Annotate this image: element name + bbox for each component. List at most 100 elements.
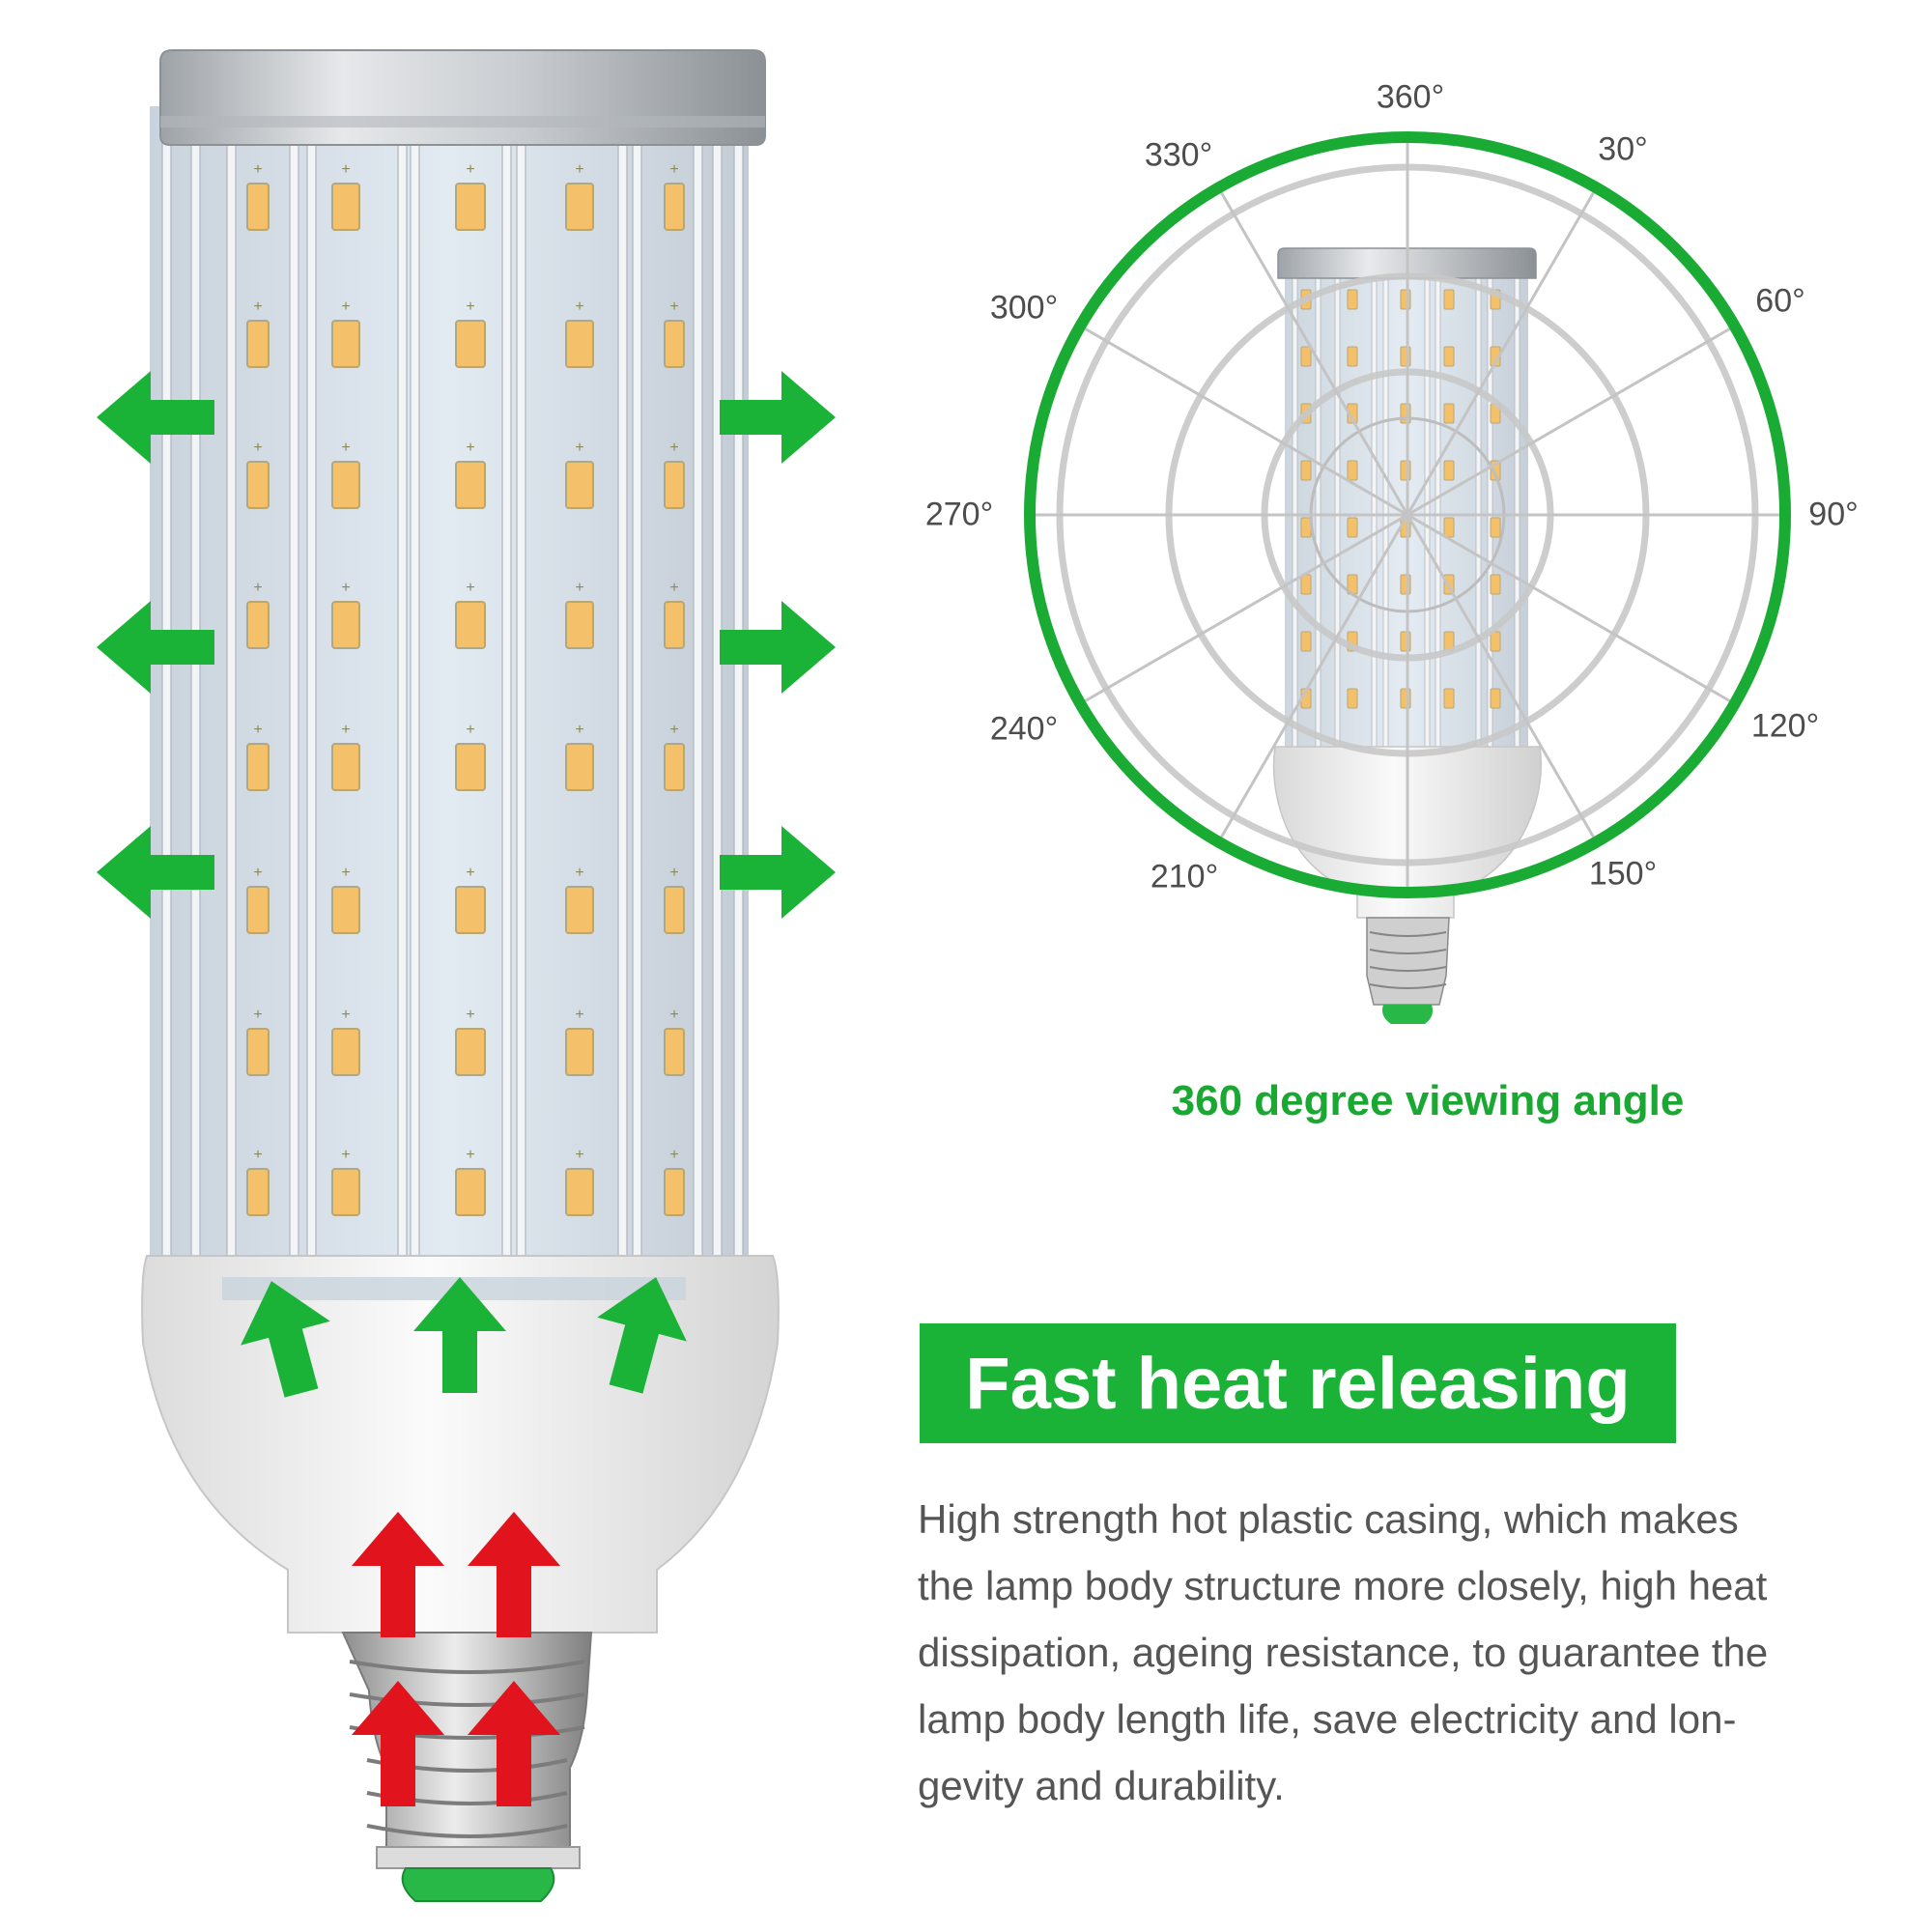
mini-led-chip: [1347, 346, 1358, 367]
polarity-mark: +: [575, 440, 583, 456]
led-chip: [455, 461, 486, 509]
led-chip: [565, 1168, 594, 1216]
polarity-mark: +: [669, 161, 678, 178]
led-chip: [246, 320, 270, 368]
polarity-mark: +: [466, 298, 474, 315]
led-chip: [664, 320, 685, 368]
led-chip: [664, 886, 685, 934]
mini-led-chip: [1443, 403, 1455, 424]
mini-led-chip: [1443, 517, 1455, 538]
led-chip: [565, 601, 594, 649]
polarity-mark: +: [575, 161, 583, 178]
mini-led-chip: [1490, 688, 1501, 709]
mini-led-chip: [1443, 688, 1455, 709]
led-chip: [246, 1028, 270, 1076]
led-chip: [455, 886, 486, 934]
led-chip: [565, 183, 594, 231]
polarity-mark: +: [341, 722, 350, 738]
polarity-mark: +: [575, 865, 583, 881]
angle-label-120: 120°: [1750, 707, 1820, 745]
led-chip: [664, 601, 685, 649]
airflow-arrow-right: [720, 826, 836, 919]
mini-led-chip: [1347, 289, 1358, 310]
airflow-arrow-up: [241, 1281, 330, 1398]
led-chip: [565, 1028, 594, 1076]
angle-label-90: 90°: [1808, 496, 1859, 533]
led-chip: [331, 743, 360, 791]
polarity-mark: +: [575, 722, 583, 738]
led-chip: [246, 886, 270, 934]
led-chip: [331, 461, 360, 509]
led-chip: [246, 601, 270, 649]
airflow-arrows: [97, 371, 836, 1806]
cap-rim: [160, 116, 765, 128]
mini-thread: [1369, 983, 1447, 989]
mini-led-chip: [1443, 460, 1455, 481]
viewing-angle-caption: 360 degree viewing angle: [1171, 1077, 1685, 1124]
led-chip: [455, 1028, 486, 1076]
mini-led-chip: [1443, 346, 1455, 367]
polar-spoke: [1220, 191, 1595, 838]
angle-label-330: 330°: [1144, 136, 1213, 174]
airflow-arrow-left: [97, 826, 214, 919]
polarity-mark: +: [341, 1007, 350, 1023]
angle-label-150: 150°: [1588, 855, 1658, 893]
polarity-mark: +: [466, 580, 474, 596]
led-chip: [455, 743, 486, 791]
led-chip: [331, 886, 360, 934]
airflow-arrow-right: [720, 601, 836, 694]
mini-led-chip: [1300, 460, 1312, 481]
polarity-mark: +: [669, 580, 678, 596]
polarity-mark: +: [466, 722, 474, 738]
angle-label-210: 210°: [1150, 858, 1219, 895]
description-line: lamp body length life, save electricity …: [918, 1696, 1737, 1742]
mini-fin: [1334, 270, 1341, 751]
mini-fin: [1292, 270, 1298, 751]
polarity-mark: +: [669, 1007, 678, 1023]
airflow-arrow-up: [413, 1277, 506, 1393]
led-chip: [331, 1168, 360, 1216]
led-column-panel: [150, 106, 749, 1309]
led-chip: [331, 320, 360, 368]
led-chip: [664, 183, 685, 231]
led-chip: [455, 320, 486, 368]
polarity-mark: +: [669, 1147, 678, 1163]
mini-fin: [1382, 270, 1389, 751]
heat-releasing-title: Fast heat releasing: [965, 1342, 1631, 1425]
polarity-mark: +: [253, 298, 262, 315]
led-chip: [565, 461, 594, 509]
polarity-mark: +: [466, 1147, 474, 1163]
heat-arrow-up: [468, 1681, 560, 1806]
description-line: gevity and durability.: [918, 1763, 1285, 1808]
mini-screw: [1366, 917, 1450, 1006]
screw-contact: [401, 1867, 555, 1902]
led-chip: [664, 1028, 685, 1076]
polarity-mark: +: [253, 865, 262, 881]
viewing-angle-circle: [1024, 131, 1791, 898]
polarity-mark: +: [341, 298, 350, 315]
polarity-mark: +: [575, 1007, 583, 1023]
led-chip: [246, 461, 270, 509]
polarity-mark: +: [253, 722, 262, 738]
mini-led-chip: [1347, 688, 1358, 709]
led-chip: [455, 601, 486, 649]
angle-label-270: 270°: [924, 496, 994, 533]
polarity-mark: +: [341, 580, 350, 596]
polarity-mark: +: [669, 298, 678, 315]
mini-fin: [1487, 270, 1493, 751]
led-chip: [565, 320, 594, 368]
angle-label-300: 300°: [989, 289, 1059, 327]
airflow-arrow-left: [97, 371, 214, 464]
mini-led-chip: [1300, 574, 1312, 595]
mini-fin: [1514, 270, 1520, 751]
led-chip: [331, 1028, 360, 1076]
mini-led-chip: [1490, 574, 1501, 595]
polarity-mark: +: [575, 1147, 583, 1163]
polarity-mark: +: [466, 440, 474, 456]
angle-label-240: 240°: [989, 710, 1059, 748]
mini-fin: [1475, 270, 1482, 751]
polarity-mark: +: [341, 161, 350, 178]
polarity-mark: +: [466, 161, 474, 178]
